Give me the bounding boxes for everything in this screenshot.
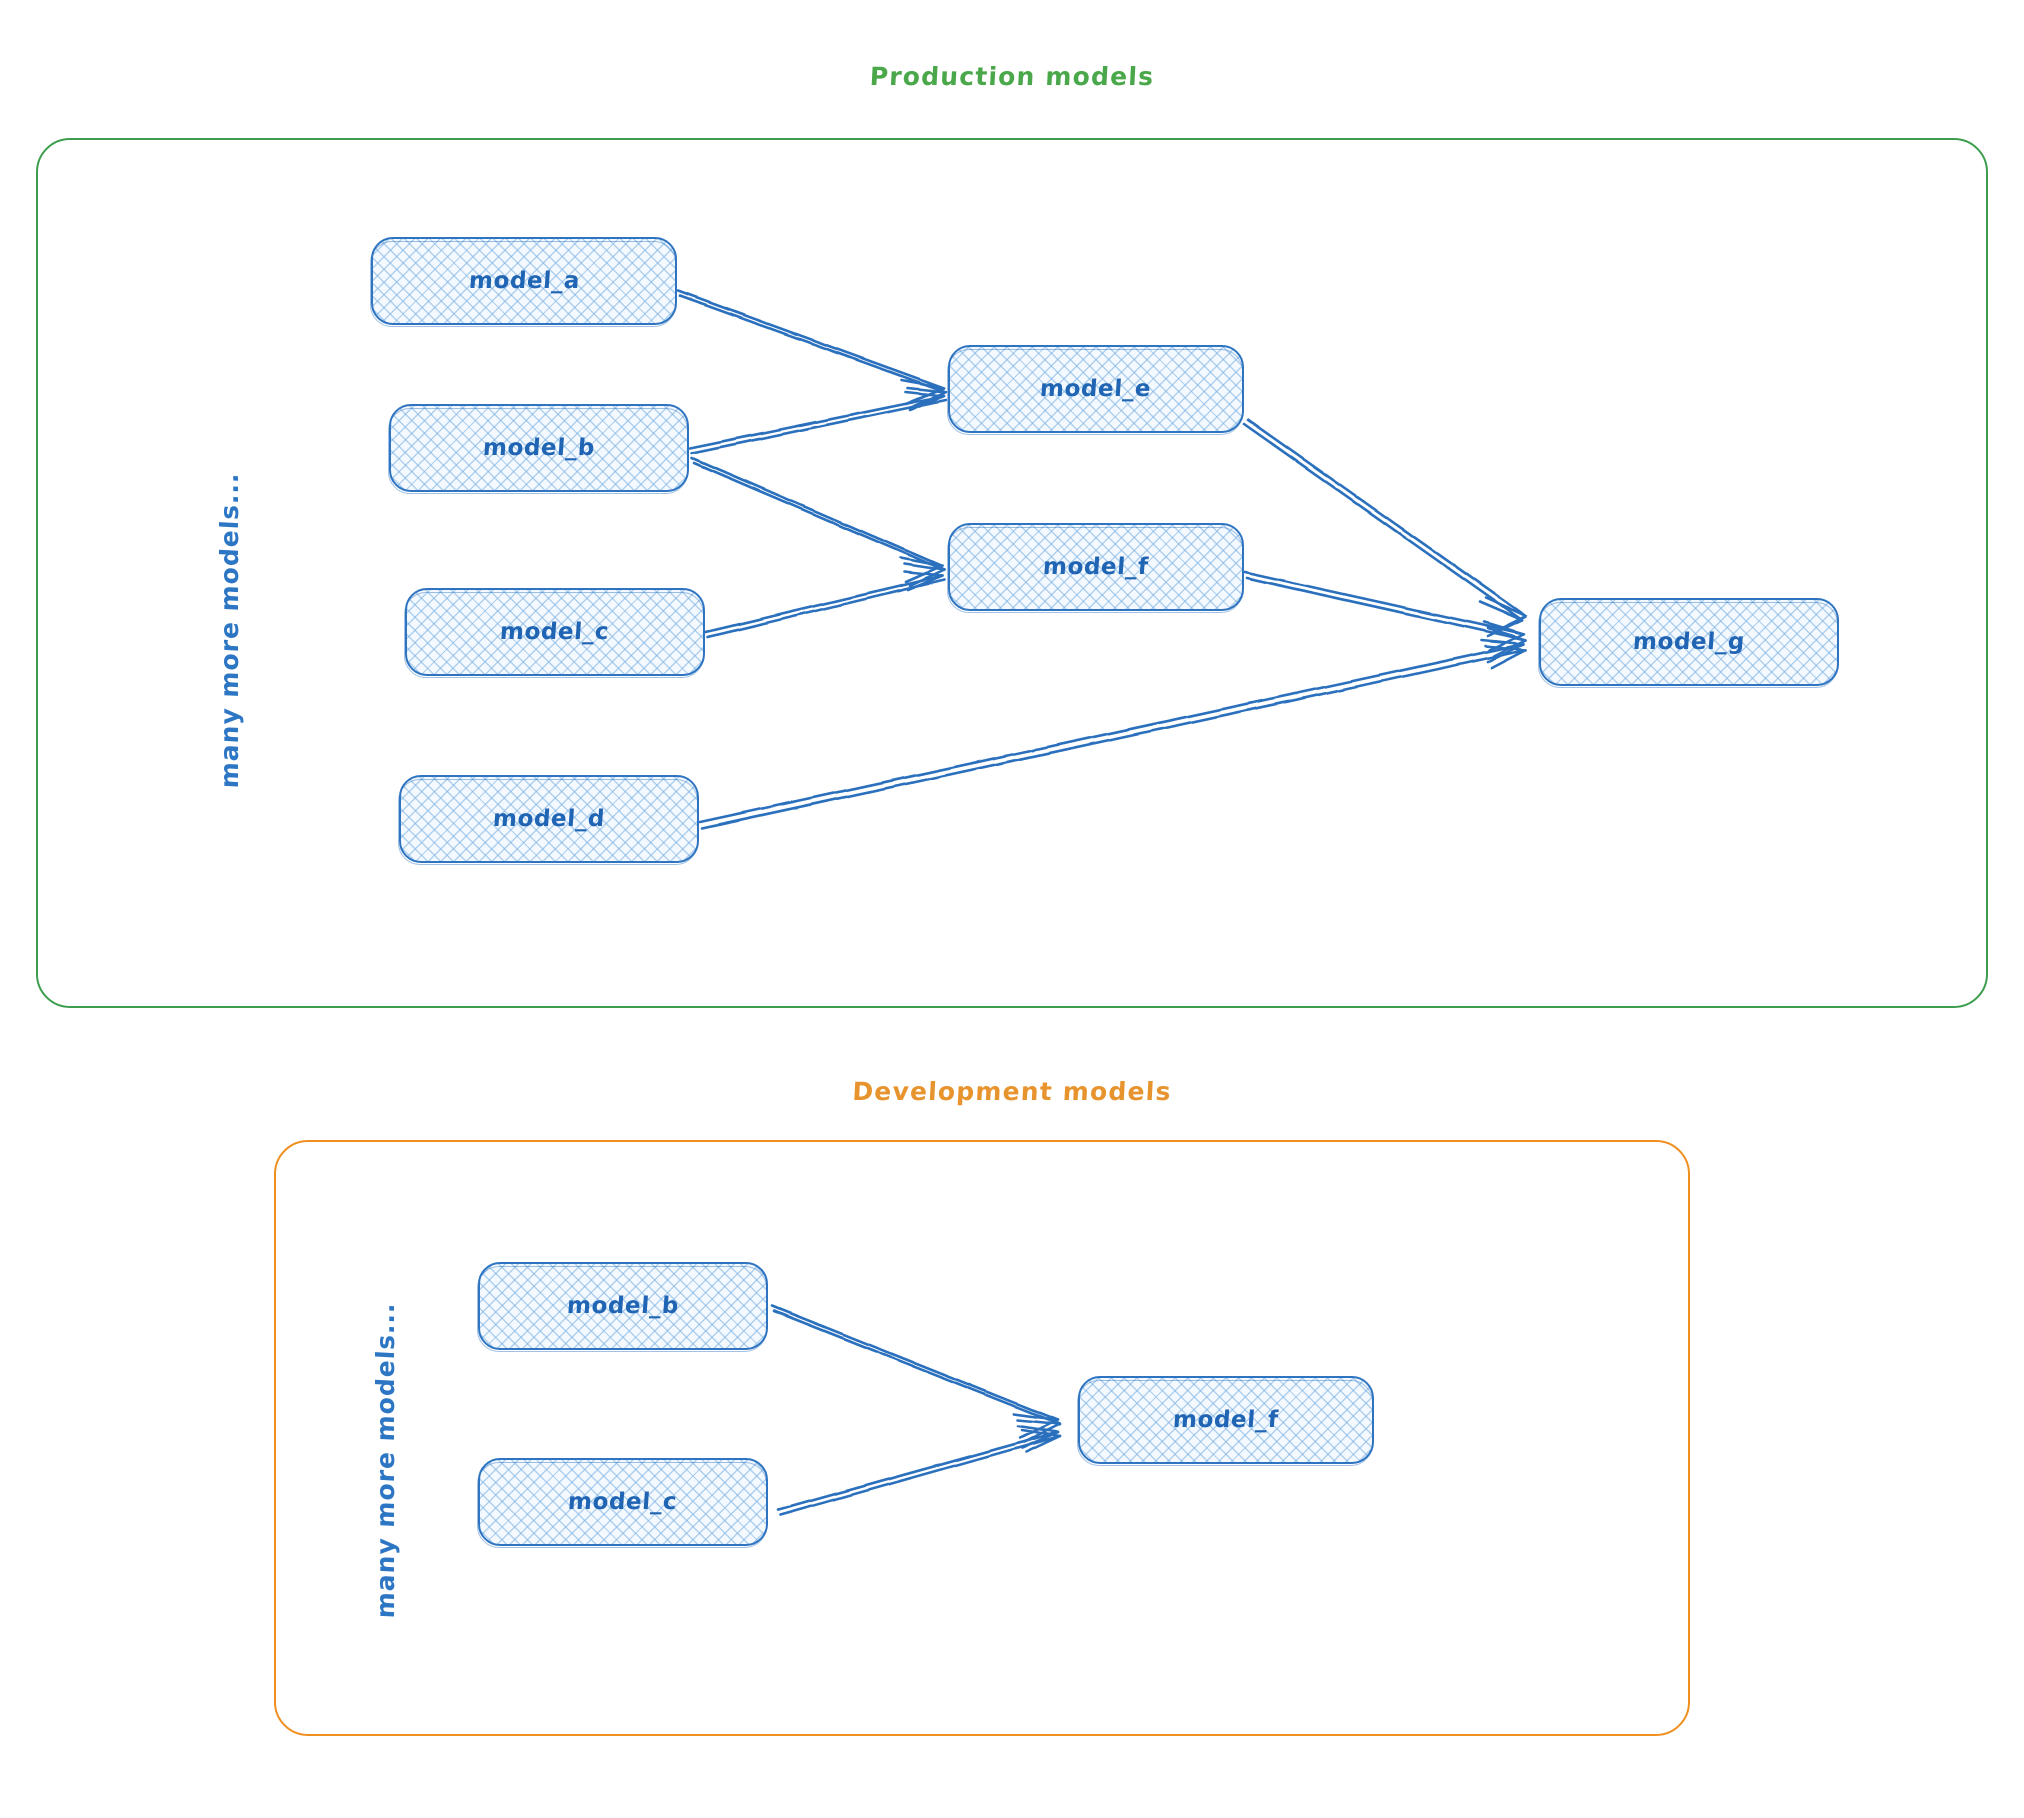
node-model-c-label: model_c bbox=[499, 619, 611, 645]
node-model-c[interactable]: model_c bbox=[404, 588, 705, 678]
edge-model-b-to-model-e bbox=[688, 390, 948, 455]
node-model-f-label: model_f bbox=[1042, 554, 1150, 580]
edge-dev-model-c-to-model-f bbox=[776, 1424, 1062, 1517]
node-dev-model-c-label: model_c bbox=[567, 1489, 679, 1515]
production-group-container bbox=[36, 138, 1988, 1008]
edge-dev-model-b-to-model-f bbox=[770, 1304, 1062, 1444]
development-group-container bbox=[274, 1140, 1690, 1736]
node-model-f[interactable]: model_f bbox=[947, 523, 1244, 613]
edge-model-e-to-model-g bbox=[1242, 418, 1528, 638]
node-model-a-label: model_a bbox=[467, 268, 581, 294]
node-model-a[interactable]: model_a bbox=[370, 237, 677, 327]
node-model-b[interactable]: model_b bbox=[388, 404, 689, 494]
node-dev-model-f-label: model_f bbox=[1172, 1407, 1280, 1433]
production-group-title: Production models bbox=[869, 62, 1155, 91]
production-many-more-models-label: many more models... bbox=[215, 471, 244, 789]
development-many-more-models-label: many more models... bbox=[371, 1301, 400, 1619]
node-dev-model-b[interactable]: model_b bbox=[477, 1262, 768, 1352]
development-group-title: Development models bbox=[851, 1077, 1173, 1106]
edge-model-c-to-model-f bbox=[704, 570, 946, 639]
node-dev-model-f[interactable]: model_f bbox=[1077, 1376, 1374, 1466]
node-model-e-label: model_e bbox=[1039, 376, 1153, 402]
node-model-b-label: model_b bbox=[482, 435, 596, 461]
node-model-g[interactable]: model_g bbox=[1538, 598, 1839, 688]
node-model-e[interactable]: model_e bbox=[947, 345, 1244, 435]
node-model-d-label: model_d bbox=[492, 806, 606, 832]
node-model-d[interactable]: model_d bbox=[398, 775, 699, 865]
edge-model-d-to-model-g bbox=[698, 638, 1528, 830]
node-dev-model-b-label: model_b bbox=[566, 1293, 680, 1319]
node-model-g-label: model_g bbox=[1632, 629, 1746, 655]
node-dev-model-c[interactable]: model_c bbox=[477, 1458, 768, 1548]
